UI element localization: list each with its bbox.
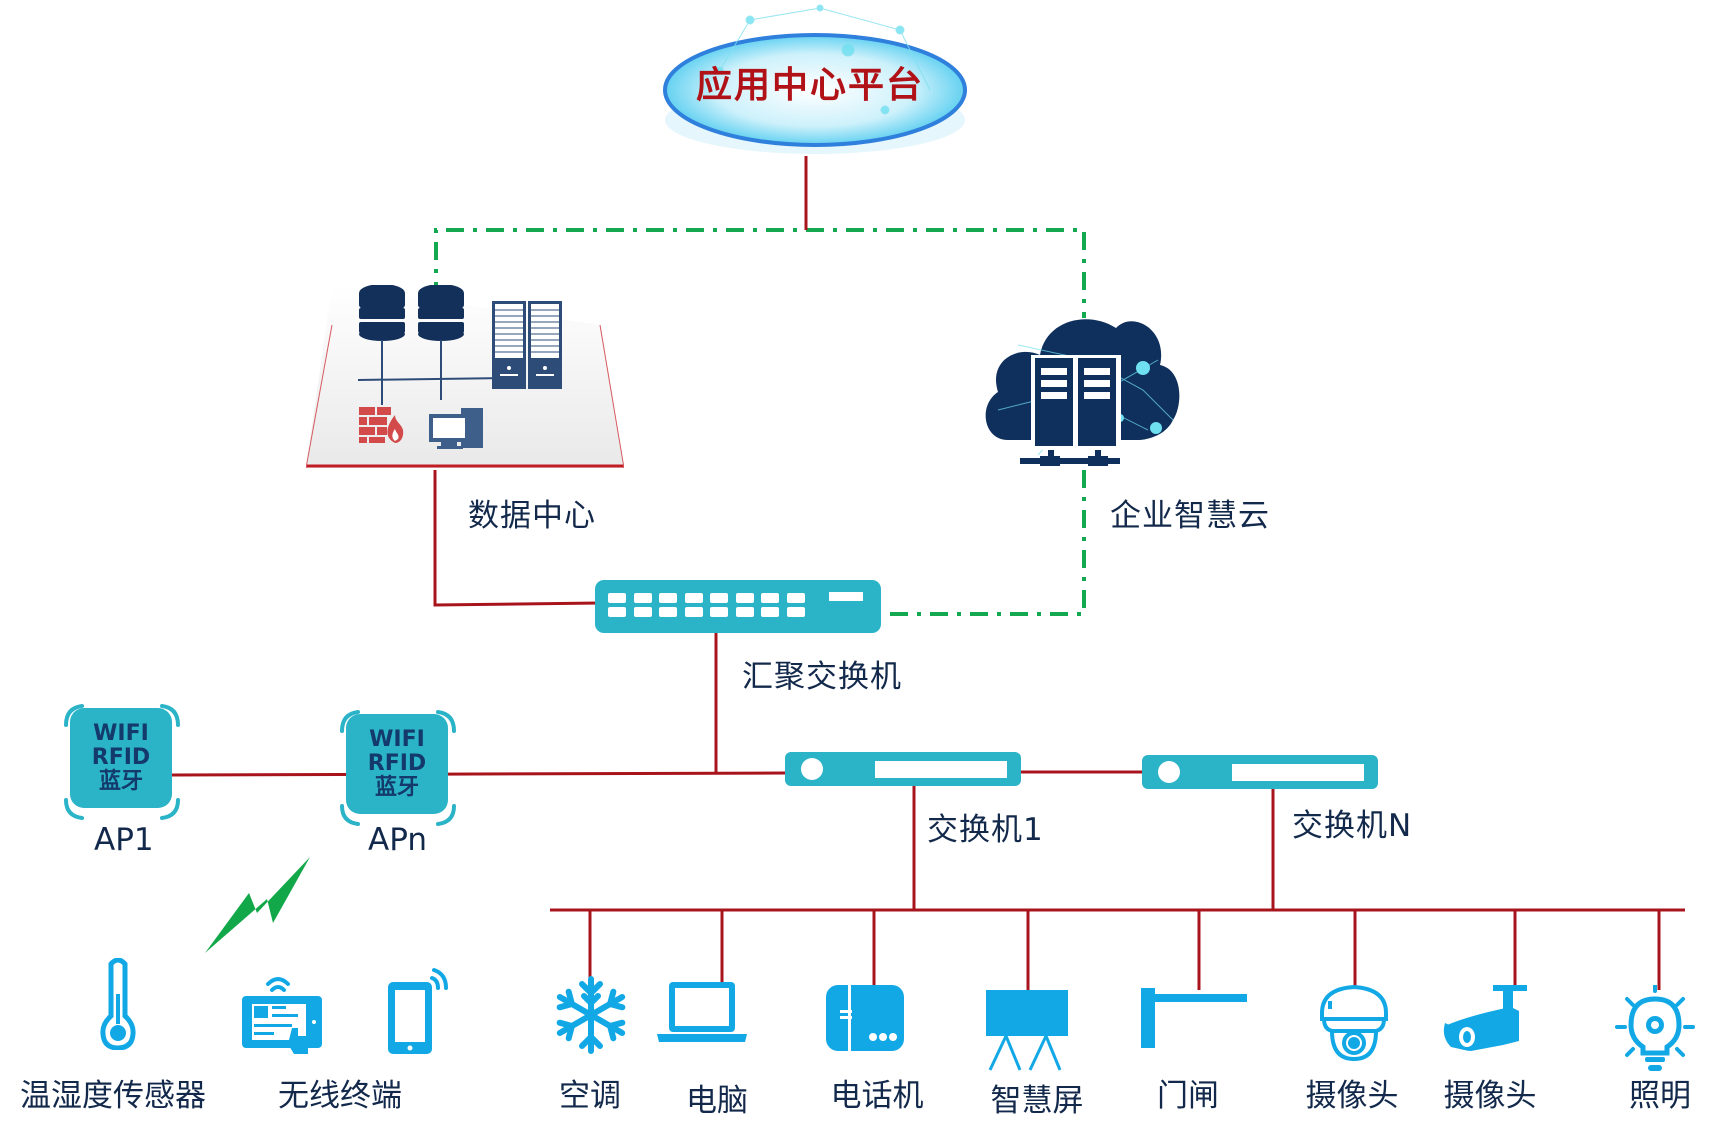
switch-port: [659, 607, 677, 617]
switch-port: [786, 593, 805, 603]
ap-bluetooth: 蓝牙: [374, 775, 419, 800]
cloud-server-icon: [985, 319, 1180, 466]
desktop-computer-icon: [429, 408, 483, 449]
switch-n-label: 交换机N: [1292, 808, 1413, 844]
data-center-label: 数据中心: [468, 498, 596, 534]
ap-bluetooth: 蓝牙: [98, 769, 143, 794]
laptop-icon: [657, 982, 747, 1042]
switch-uplink-slot: [829, 592, 863, 601]
switch-port: [786, 607, 805, 617]
switch-port: [735, 607, 754, 617]
switch-port: [735, 593, 754, 603]
switch-port: [659, 593, 677, 603]
switch-slot: [1232, 764, 1364, 781]
apn-box: WIFI RFID 蓝牙: [346, 714, 448, 814]
thermometer-icon: [100, 958, 136, 1050]
gate-barrier-icon: [1141, 988, 1247, 1048]
sensor-label: 温湿度传感器: [20, 1078, 206, 1114]
switch-n: [1142, 755, 1378, 789]
platform-disc-icon: [663, 4, 967, 154]
switch-led: [1158, 761, 1180, 783]
aggregation-switch-label: 汇聚交换机: [742, 659, 902, 695]
wired-device-label: 门闸: [1157, 1078, 1219, 1114]
wireless-terminal-label: 无线终端: [278, 1078, 402, 1114]
wired-device-label: 空调: [559, 1078, 621, 1114]
firewall-icon: [359, 407, 404, 443]
datacenter-link: [433, 470, 601, 607]
wired-device-label: 电话机: [830, 1078, 924, 1114]
apn-signal-brackets-icon: [340, 710, 456, 826]
switch-port: [710, 607, 728, 617]
smart-screen-icon: [986, 990, 1068, 1071]
lightning-wireless-icon: [205, 857, 310, 953]
ap1-signal-brackets-icon: [64, 704, 180, 820]
wired-device-label: 照明: [1629, 1078, 1691, 1114]
light-bulb-icon: [1615, 985, 1695, 1071]
smartphone-icon: [388, 968, 448, 1054]
ap-link: [171, 771, 786, 777]
switch-port: [761, 593, 779, 603]
wired-device-label: 电脑: [686, 1083, 748, 1119]
ap1-box: WIFI RFID 蓝牙: [70, 708, 172, 808]
switch-led: [801, 758, 823, 780]
bullet-camera-icon: [1443, 985, 1527, 1051]
cloud-label: 企业智慧云: [1110, 498, 1270, 534]
switch-port: [608, 607, 626, 617]
apn-label: APn: [368, 822, 428, 858]
ap-rfid: RFID: [91, 745, 151, 770]
platform-title: 应用中心平台: [696, 65, 925, 106]
switch-1-label: 交换机1: [927, 812, 1044, 848]
ap1-label: AP1: [94, 822, 154, 858]
switch-port: [710, 593, 728, 603]
switch-port: [684, 607, 703, 617]
snowflake-icon: [556, 976, 626, 1054]
aggregation-switch: [595, 580, 881, 633]
wired-device-label: 摄像头: [1443, 1078, 1537, 1114]
dome-camera-icon: [1320, 984, 1388, 1062]
ap-wifi: WIFI: [93, 721, 149, 746]
tablet-touch-icon: [242, 977, 322, 1054]
wired-device-label: 摄像头: [1305, 1078, 1399, 1114]
cloud-link-bottom: [820, 470, 1086, 616]
server-rack-icon: [492, 301, 562, 389]
switch-port: [633, 593, 652, 603]
switch-port: [633, 607, 652, 617]
switch-1: [785, 752, 1021, 786]
ap-rfid: RFID: [367, 751, 427, 776]
switch-port: [684, 593, 703, 603]
switch-port: [761, 607, 779, 617]
cloud-link-top: [434, 228, 1086, 318]
switch-port: [608, 593, 626, 603]
database-icon: [358, 285, 509, 405]
ap-wifi: WIFI: [369, 727, 425, 752]
switch-slot: [875, 761, 1007, 778]
data-center-node: [305, 285, 625, 469]
wired-device-label: 智慧屏: [990, 1083, 1084, 1119]
telephone-icon: [826, 983, 904, 1053]
